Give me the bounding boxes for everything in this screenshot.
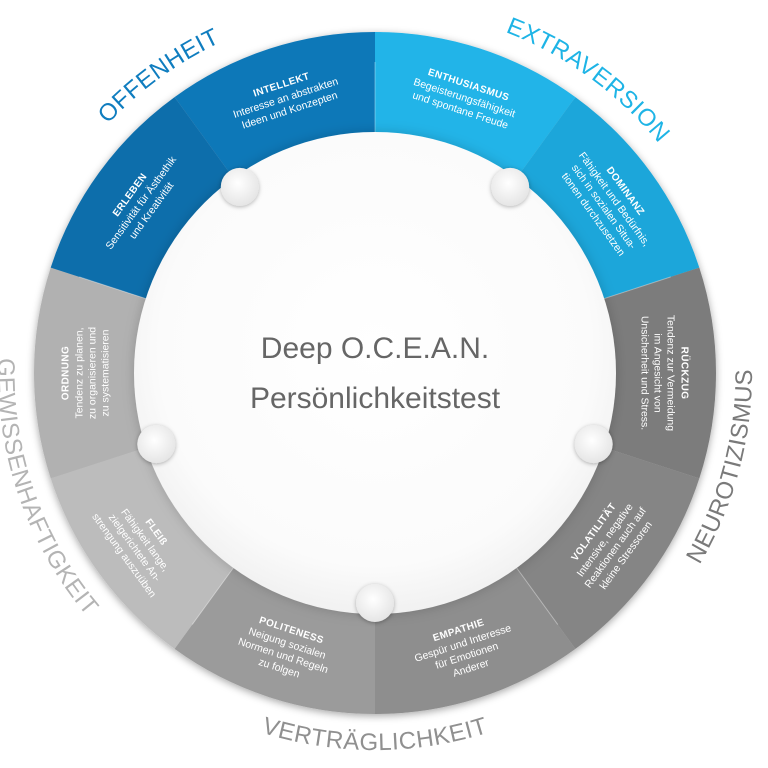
facet-title: RÜCKZUG xyxy=(679,347,692,400)
facet-description-line: Tendenz zur Vermeidung xyxy=(665,315,677,431)
facet-divider-3 xyxy=(514,565,559,625)
facet-dividers xyxy=(79,62,671,625)
facet-divider-2 xyxy=(601,276,671,300)
facet-segment-7 xyxy=(174,560,375,714)
center-disc xyxy=(134,132,616,614)
connector-dot-2 xyxy=(491,167,530,206)
facet-segment-10 xyxy=(50,97,239,302)
facet-description-line: Tendenz zu planen, xyxy=(74,327,86,418)
connector-dots xyxy=(137,167,613,622)
facet-segment-8 xyxy=(50,444,239,649)
facet-segment-4 xyxy=(595,267,716,479)
facet-ring xyxy=(34,32,716,714)
facet-divider-5 xyxy=(79,276,149,300)
connector-dot-5 xyxy=(137,425,176,464)
facet-description-line: zu systematisieren xyxy=(100,329,112,416)
facet-segment-2 xyxy=(375,32,576,186)
facet-description-line: im Angesicht von xyxy=(652,333,664,413)
facet-segment-5 xyxy=(511,444,700,649)
facet-segment-3 xyxy=(511,97,700,302)
dimension-label-4: VERTRÄGLICHKEIT xyxy=(259,712,490,756)
facet-segment-9 xyxy=(34,267,155,479)
center-title-line-2: Persönlichkeitstest xyxy=(250,382,501,415)
facet-segment-1 xyxy=(174,32,375,186)
facet-segment-6 xyxy=(375,560,576,714)
connector-dot-1 xyxy=(220,167,259,206)
facet-description-line: Unsicherheit und Stress. xyxy=(639,316,651,430)
center-title-line-1: Deep O.C.E.A.N. xyxy=(261,332,489,365)
connector-dot-3 xyxy=(574,425,613,464)
connector-dot-4 xyxy=(356,584,394,622)
facet-divider-4 xyxy=(191,565,236,625)
facet-description-line: zu organisieren und xyxy=(87,327,99,419)
facet-title: ORDNUNG xyxy=(61,346,72,400)
